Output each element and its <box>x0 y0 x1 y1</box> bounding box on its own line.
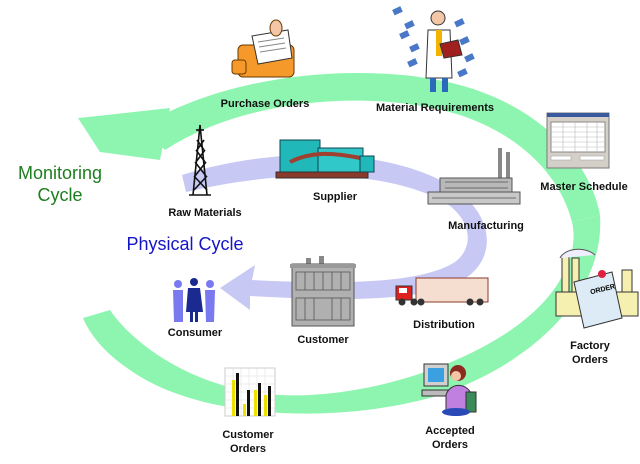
label-factory-orders-line2: Orders <box>571 354 609 366</box>
label-customer: Customer <box>297 334 349 346</box>
people-icon <box>173 278 215 322</box>
monitoring-cycle-title: Monitoring Cycle <box>10 162 110 206</box>
label-consumer: Consumer <box>167 327 223 339</box>
monitoring-cycle-arrow-lower <box>83 215 601 414</box>
label-factory-orders: Factory Orders <box>550 339 630 367</box>
oil-derrick-icon <box>189 124 211 196</box>
physical-cycle-arrow <box>182 154 487 310</box>
label-customer-orders: Customer Orders <box>208 428 288 456</box>
industrial-plant-icon <box>275 139 375 179</box>
bar-chart-icon <box>224 367 276 417</box>
monitoring-cycle-title-line2: Cycle <box>37 185 83 205</box>
truck-icon <box>395 277 489 306</box>
label-manufacturing: Manufacturing <box>448 220 524 232</box>
label-accepted-orders: Accepted Orders <box>410 424 490 452</box>
label-customer-orders-line1: Customer <box>222 429 274 441</box>
label-accepted-orders-line2: Orders <box>431 439 469 451</box>
monitoring-cycle-title-line1: Monitoring <box>17 163 103 183</box>
label-supplier: Supplier <box>312 191 357 203</box>
monitoring-cycle-arrow-upper <box>140 72 600 222</box>
label-factory-orders-line1: Factory <box>570 340 610 352</box>
label-distribution: Distribution <box>413 319 475 331</box>
factory-order-icon: ORDER <box>555 248 639 329</box>
scientist-clipboard-icon <box>392 6 475 92</box>
building-icon <box>290 256 356 327</box>
fax-machine-icon <box>231 19 295 78</box>
computer-operator-icon <box>421 363 477 416</box>
label-purchase-orders: Purchase Orders <box>220 98 310 110</box>
spreadsheet-window-icon <box>546 112 610 169</box>
label-master-schedule: Master Schedule <box>540 181 628 193</box>
physical-cycle-title: Physical Cycle <box>126 234 244 254</box>
label-material-requirements: Material Requirements <box>376 102 494 114</box>
label-raw-materials: Raw Materials <box>168 207 242 219</box>
label-accepted-orders-line1: Accepted <box>425 425 475 437</box>
factory-icon <box>427 148 521 205</box>
label-customer-orders-line2: Orders <box>229 443 267 455</box>
